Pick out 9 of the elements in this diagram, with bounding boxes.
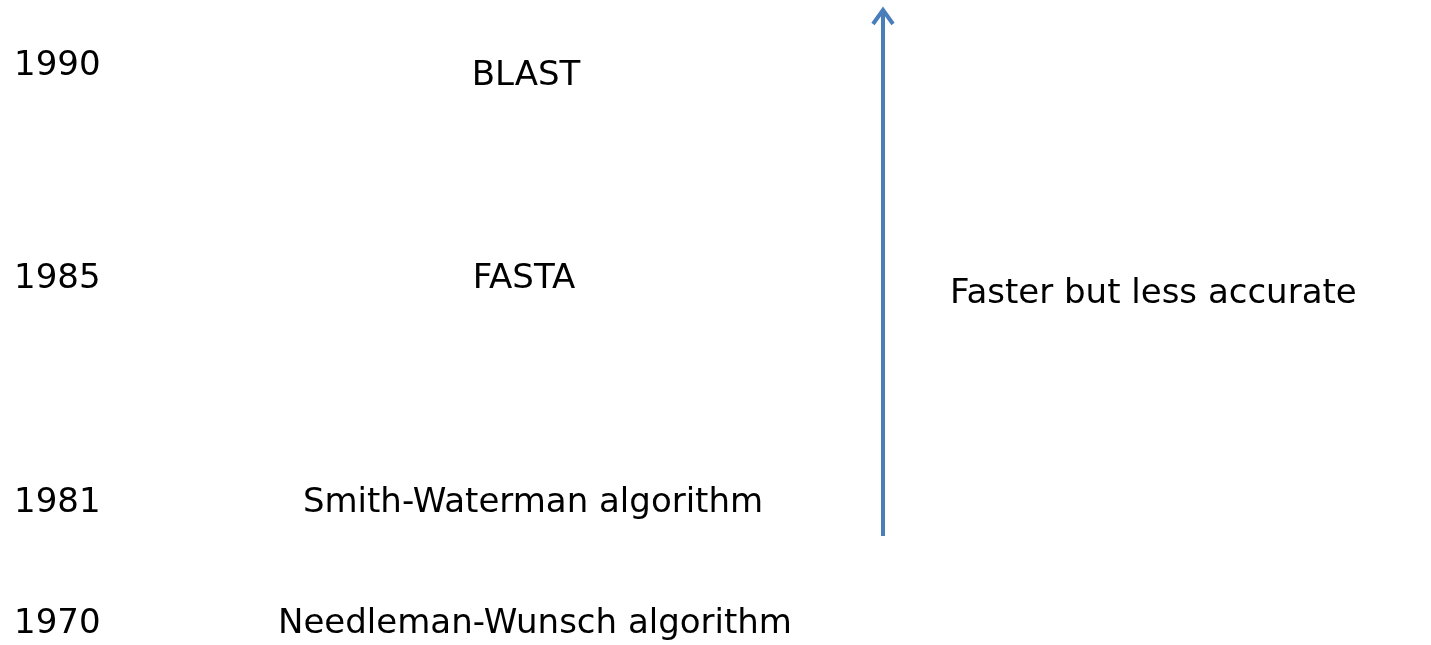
year-label: 1985 [14, 259, 101, 293]
method-label: BLAST [471, 56, 581, 90]
year-label: 1970 [14, 604, 101, 638]
method-label: Needleman-Wunsch algorithm [278, 604, 792, 638]
year-label: 1990 [14, 46, 101, 80]
year-label: 1981 [14, 483, 101, 517]
method-label: Smith-Waterman algorithm [302, 483, 764, 517]
axis-note: Faster but less accurate [950, 274, 1357, 308]
method-label: FASTA [472, 259, 576, 293]
